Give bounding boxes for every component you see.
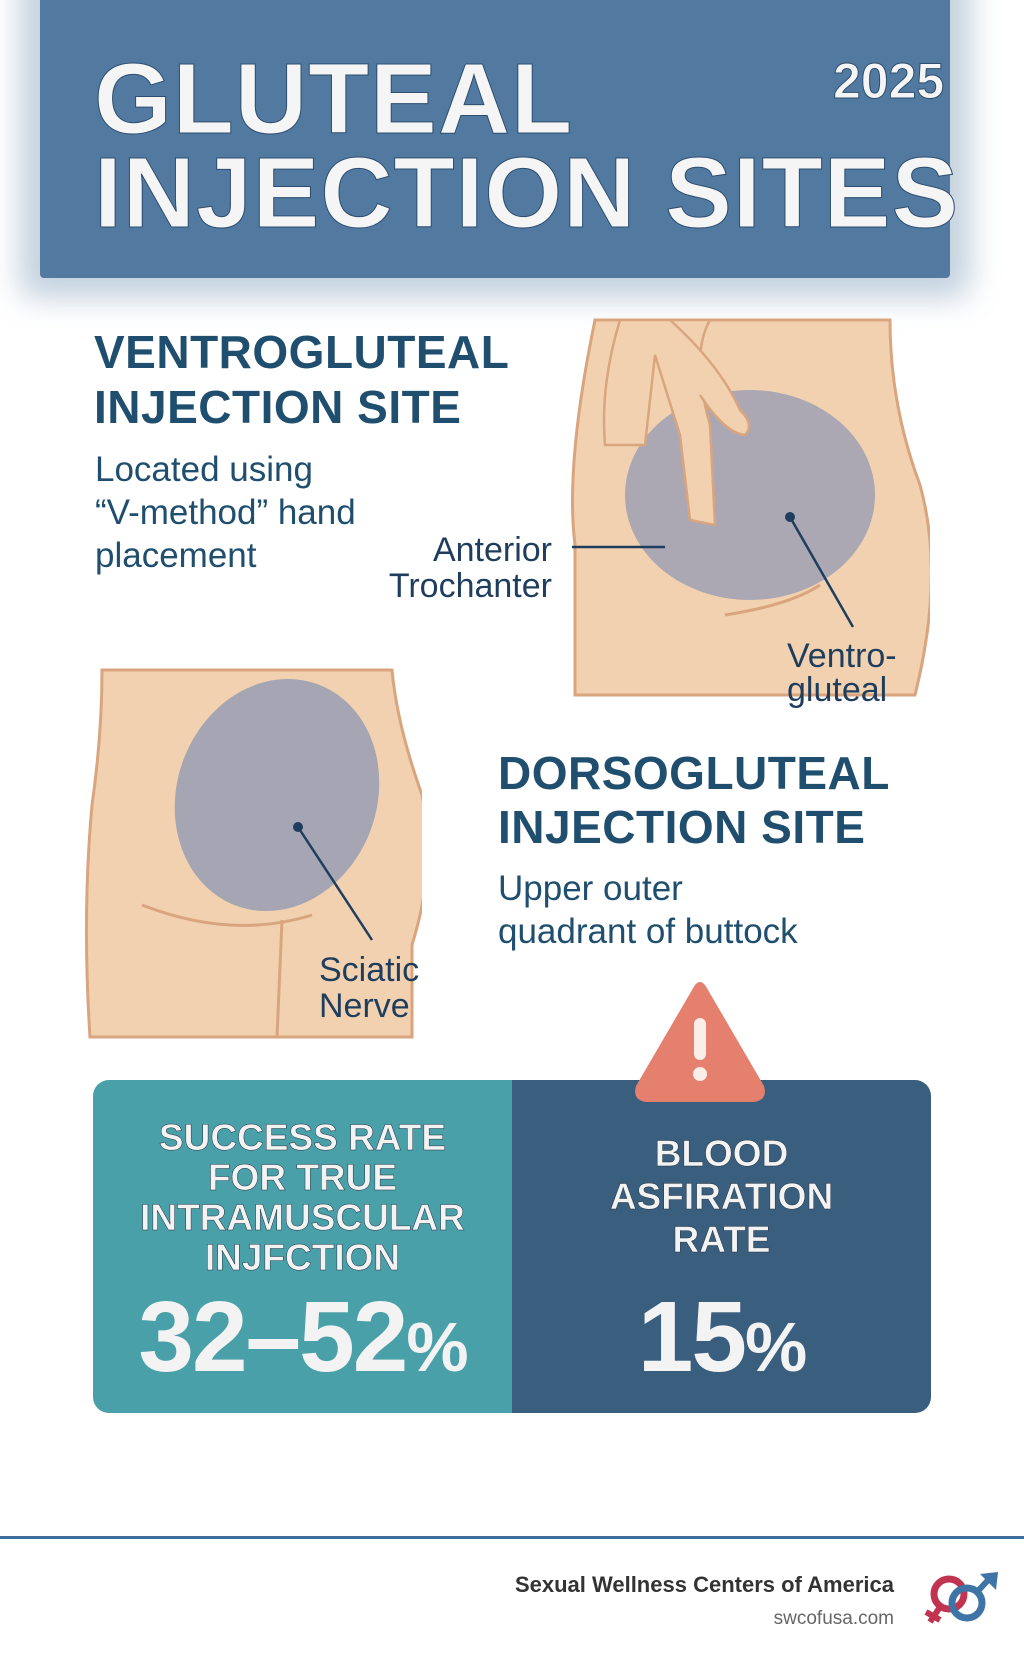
- footer-org-name: Sexual Wellness Centers of America: [514, 1572, 894, 1597]
- footer-divider: [0, 1536, 1024, 1539]
- aspiration-label-3: RATE: [672, 1219, 771, 1261]
- header-banner: [40, 0, 950, 278]
- label-ventrogluteal-1: Ventro-: [787, 637, 897, 675]
- aspiration-rate-card: BLOOD ASFIRATION RATE 15%: [512, 1080, 931, 1413]
- dorsogluteal-heading-1: DORSOGLUTEAL: [498, 747, 890, 799]
- ventrogluteal-desc-3: placement: [95, 536, 257, 575]
- label-sciatic-1: Sciatic: [319, 951, 420, 989]
- footer-url[interactable]: swcofusa.com: [773, 1608, 894, 1629]
- success-value: 32–52: [138, 1281, 408, 1393]
- label-ventrogluteal-2: gluteal: [787, 671, 888, 709]
- label-anterior-2: Trochanter: [388, 567, 552, 605]
- ventrogluteal-heading-1: VENTROGLUTEAL: [94, 326, 510, 378]
- dorsogluteal-illustration: [84, 668, 422, 1039]
- aspiration-value: 15: [637, 1281, 747, 1393]
- success-label-4: INJFCTION: [204, 1237, 401, 1278]
- dorsogluteal-desc-2: quadrant of buttock: [498, 912, 798, 951]
- page-title-line1: GLUTEAL: [93, 43, 574, 155]
- success-label-2: FOR TRUE: [207, 1157, 398, 1198]
- label-anterior-1: Anterior: [432, 531, 552, 569]
- stats-panel: SUCCESS RATE FOR TRUE INTRAMUSCULAR INJF…: [93, 1080, 931, 1413]
- label-sciatic-2: Nerve: [319, 987, 410, 1025]
- dorsogluteal-desc-1: Upper outer: [498, 869, 683, 908]
- aspiration-label-2: ASFIRATION: [609, 1176, 834, 1218]
- aspiration-label-1: BLOOD: [654, 1133, 789, 1175]
- success-label-1: SUCCESS RATE: [158, 1117, 447, 1158]
- page-title-line2: INJECTION SITES: [93, 137, 960, 249]
- ventrogluteal-desc-1: Located using: [95, 450, 313, 489]
- warning-icon: [635, 982, 765, 1102]
- aspiration-unit: %: [744, 1308, 807, 1386]
- success-label-3: INTRAMUSCULAR: [140, 1197, 465, 1238]
- success-rate-card: SUCCESS RATE FOR TRUE INTRAMUSCULAR INJF…: [93, 1080, 512, 1413]
- year-badge: 2025: [832, 53, 945, 110]
- ventrogluteal-heading-2: INJECTION SITE: [94, 381, 462, 433]
- dorsogluteal-heading-2: INJECTION SITE: [498, 801, 866, 853]
- gender-symbols-logo-icon: [924, 1572, 998, 1624]
- ventrogluteal-desc-2: “V-method” hand: [95, 493, 356, 532]
- success-unit: %: [406, 1308, 468, 1386]
- ventrogluteal-illustration: [571, 318, 930, 697]
